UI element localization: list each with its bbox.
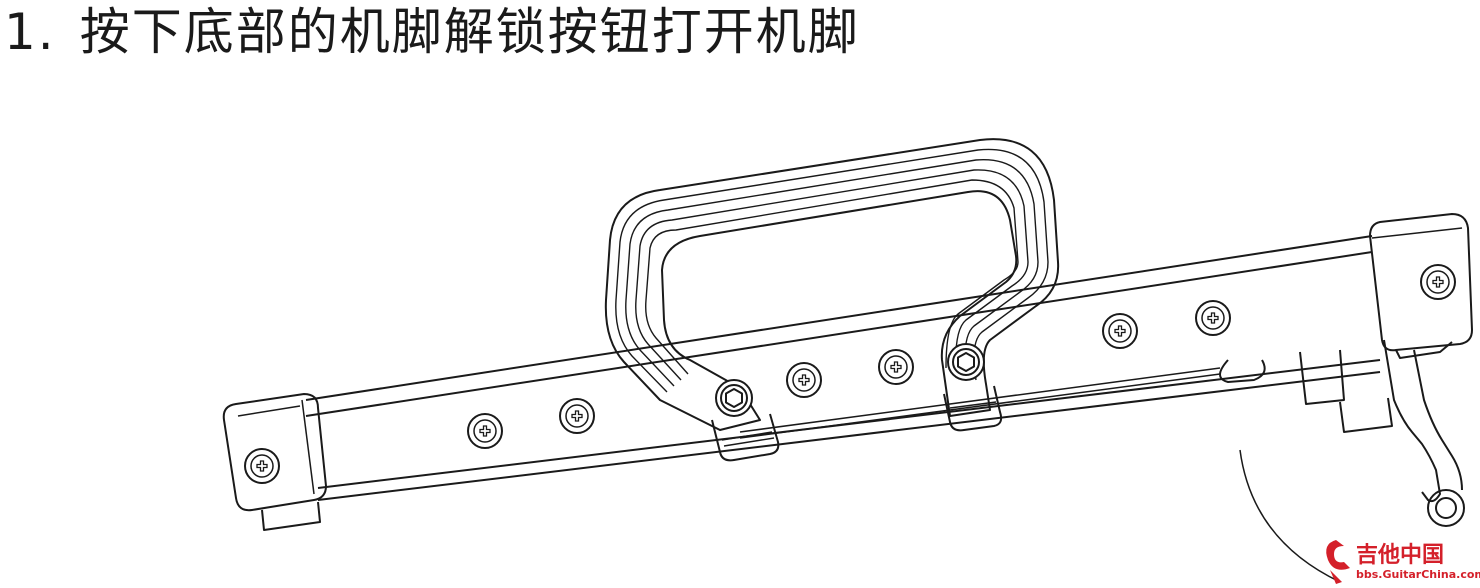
screw-2 bbox=[467, 413, 503, 449]
watermark: 吉他中国 bbs.GuitarChina.com bbox=[1326, 540, 1480, 584]
carry-handle bbox=[604, 138, 1060, 431]
right-clamp bbox=[943, 385, 1003, 432]
left-end-cap bbox=[222, 393, 327, 531]
screw-5 bbox=[878, 349, 914, 385]
screw-3 bbox=[559, 398, 595, 434]
step-text: 按下底部的机脚解锁按钮打开机脚 bbox=[79, 3, 860, 61]
folding-leg bbox=[1219, 339, 1465, 527]
rotation-arrow bbox=[1239, 449, 1341, 583]
rail bbox=[305, 235, 1381, 501]
watermark-url: bbs.GuitarChina.com bbox=[1356, 568, 1480, 581]
hex-bolt-left bbox=[715, 379, 753, 417]
screw-7 bbox=[1195, 300, 1231, 336]
watermark-logo-icon bbox=[1326, 540, 1350, 570]
hex-bolt-right bbox=[947, 343, 985, 381]
screws bbox=[244, 264, 1456, 484]
watermark-name: 吉他中国 bbox=[1356, 542, 1444, 568]
step-title: 1. 按下底部的机脚解锁按钮打开机脚 bbox=[4, 2, 860, 62]
screw-1 bbox=[244, 448, 280, 484]
left-clamp bbox=[711, 413, 780, 462]
screw-4 bbox=[786, 362, 822, 398]
step-number: 1. bbox=[4, 3, 56, 61]
screw-8 bbox=[1420, 264, 1456, 300]
screw-6 bbox=[1102, 313, 1138, 349]
right-end-cap bbox=[1369, 213, 1473, 359]
